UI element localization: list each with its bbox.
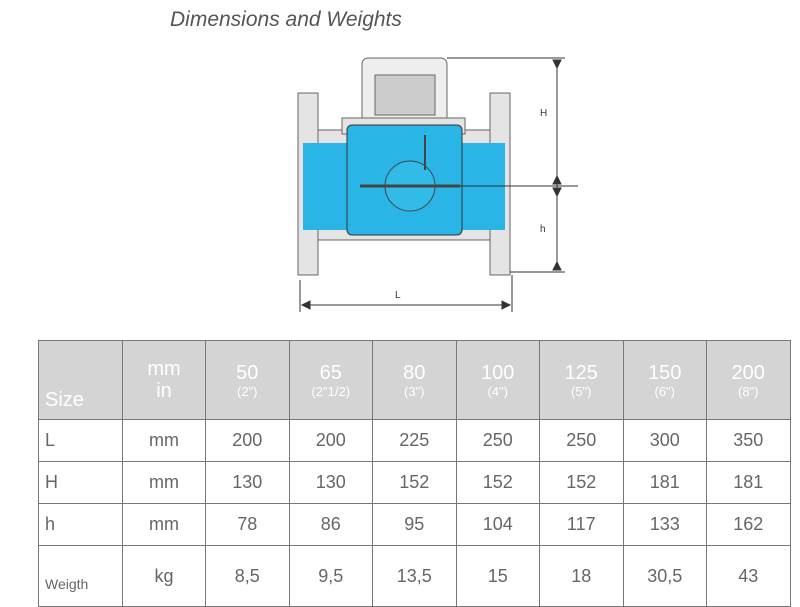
table-cell: 43: [706, 545, 791, 607]
size-mm: 150: [648, 361, 682, 384]
table-cell: 300: [622, 419, 707, 462]
size-in: (3"): [403, 383, 425, 399]
table-cell: 117: [539, 503, 624, 546]
table-cell: 200: [288, 419, 373, 462]
size-column-header: 65(2"1/2): [288, 340, 373, 420]
table-cell: 350: [706, 419, 791, 462]
size-mm: 50: [236, 361, 259, 384]
size-in: (2"1/2): [311, 383, 351, 399]
size-in: (4"): [487, 383, 508, 399]
dimension-label-H: H: [540, 108, 547, 119]
table-cell: 152: [372, 461, 457, 504]
table-cell: 130: [205, 461, 290, 504]
size-mm: 100: [481, 361, 515, 384]
table-cell: 181: [706, 461, 791, 504]
table-cell: 250: [539, 419, 624, 462]
unit-in: in: [156, 380, 172, 402]
row-label: Weigth: [38, 545, 123, 607]
row-label: h: [38, 503, 123, 546]
table-cell: 86: [288, 503, 373, 546]
row-unit: mm: [122, 461, 206, 504]
size-column-header: 50(2"): [205, 340, 290, 420]
table-cell: 18: [539, 545, 624, 607]
dimension-label-L: L: [395, 290, 401, 301]
size-in: (5"): [570, 383, 592, 399]
size-mm: 65: [319, 361, 342, 384]
size-in: (2"): [236, 383, 258, 399]
size-mm: 80: [403, 361, 426, 384]
table-cell: 200: [205, 419, 290, 462]
unit-mm: mm: [147, 358, 181, 380]
table-cell: 30,5: [622, 545, 707, 607]
size-column-header: 200(8"): [706, 340, 791, 420]
table-cell: 250: [455, 419, 540, 462]
table-cell: 133: [622, 503, 707, 546]
row-unit: mm: [122, 419, 206, 462]
table-cell: 15: [455, 545, 540, 607]
size-header: Size: [38, 340, 123, 420]
dimension-label-h: h: [540, 224, 546, 235]
size-in: (6"): [654, 383, 675, 399]
size-column-header: 125(5"): [539, 340, 624, 420]
table-cell: 13,5: [372, 545, 457, 607]
table-cell: 152: [455, 461, 540, 504]
table-cell: 9,5: [288, 545, 373, 607]
size-mm: 125: [564, 361, 598, 384]
row-label: L: [38, 419, 123, 462]
table-cell: 181: [622, 461, 707, 504]
table-cell: 162: [706, 503, 791, 546]
page-title: Dimensions and Weights: [170, 8, 402, 31]
table-cell: 78: [205, 503, 290, 546]
size-column-header: 150(6"): [622, 340, 707, 420]
row-label: H: [38, 461, 123, 504]
table-cell: 152: [539, 461, 624, 504]
row-unit: kg: [122, 545, 206, 607]
table-cell: 8,5: [205, 545, 290, 607]
size-column-header: 80(3"): [372, 340, 457, 420]
row-unit: mm: [122, 503, 206, 546]
size-mm: 200: [731, 361, 765, 384]
water-meter-drawing: H h L: [297, 57, 578, 312]
table-cell: 225: [372, 419, 457, 462]
table-cell: 95: [372, 503, 457, 546]
table-cell: 130: [288, 461, 373, 504]
size-column-header: 100(4"): [455, 340, 540, 420]
size-in: (8"): [737, 383, 759, 399]
table-cell: 104: [455, 503, 540, 546]
